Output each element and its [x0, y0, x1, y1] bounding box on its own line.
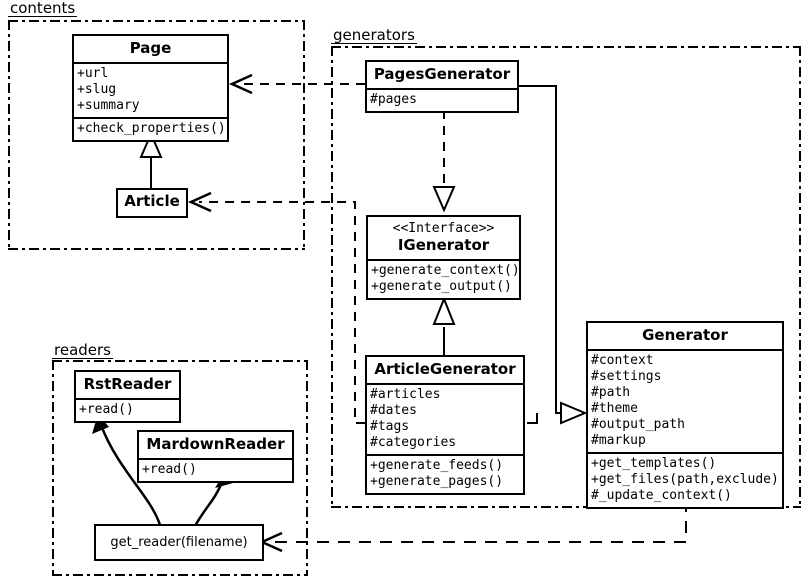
attribute: #tags — [370, 419, 410, 434]
class-article[interactable]: Article — [116, 188, 188, 218]
class-rstreader-title: RstReader — [83, 375, 172, 393]
class-articlegenerator-attributes: #articles #dates #tags #categories — [367, 383, 523, 454]
attribute: #settings — [591, 369, 662, 384]
class-igenerator-methods: +generate_context() +generate_output() — [368, 259, 520, 298]
class-mardownreader[interactable]: MardownReader +read() — [137, 430, 294, 483]
method: +get_files(path,exclude) — [591, 472, 779, 487]
class-articlegenerator-methods: +generate_feeds() +generate_pages() — [367, 454, 523, 493]
class-rstreader-methods: +read() — [76, 398, 179, 421]
class-page-title: Page — [129, 39, 172, 57]
package-generators-label: generators — [331, 26, 417, 44]
attribute: #categories — [370, 435, 457, 450]
class-igenerator[interactable]: <<Interface>> IGenerator +generate_conte… — [366, 215, 521, 300]
class-page-methods: +check_properties() — [74, 117, 227, 140]
class-pagesgenerator-attributes: #pages — [367, 88, 517, 111]
class-generator-title: Generator — [642, 326, 728, 344]
attribute: #pages — [370, 92, 417, 107]
package-readers-label: readers — [52, 341, 113, 359]
method: +generate_pages() — [370, 474, 504, 489]
class-pagesgenerator[interactable]: PagesGenerator #pages — [365, 60, 519, 113]
attribute: +url — [77, 66, 109, 81]
class-generator-attributes: #context #settings #path #theme #output_… — [588, 349, 782, 452]
class-articlegenerator-title: ArticleGenerator — [374, 360, 516, 378]
function-get-reader[interactable]: get_reader(filename) — [94, 524, 264, 561]
function-get-reader-label: get_reader(filename) — [110, 535, 248, 550]
class-articlegenerator[interactable]: ArticleGenerator #articles #dates #tags … — [365, 355, 525, 495]
attribute: #articles — [370, 387, 441, 402]
attribute: #markup — [591, 433, 646, 448]
attribute: #theme — [591, 401, 638, 416]
attribute: #context — [591, 353, 654, 368]
class-page[interactable]: Page +url +slug +summary +check_properti… — [72, 34, 229, 142]
class-generator-methods: +get_templates() +get_files(path,exclude… — [588, 452, 782, 507]
attribute: #output_path — [591, 417, 685, 432]
class-generator[interactable]: Generator #context #settings #path #them… — [586, 321, 784, 509]
method: +read() — [79, 402, 134, 417]
class-mardownreader-methods: +read() — [139, 458, 292, 481]
method: #_update_context() — [591, 488, 732, 503]
attribute: +slug — [77, 82, 117, 97]
class-igenerator-stereotype: <<Interface>> — [392, 221, 495, 236]
attribute: +summary — [77, 98, 140, 113]
attribute: #dates — [370, 403, 417, 418]
class-rstreader[interactable]: RstReader +read() — [74, 370, 181, 423]
method: +get_templates() — [591, 456, 717, 471]
method: +check_properties() — [77, 121, 226, 136]
package-contents-label: contents — [8, 0, 78, 17]
class-pagesgenerator-title: PagesGenerator — [373, 65, 511, 83]
method: +read() — [142, 462, 197, 477]
class-page-attributes: +url +slug +summary — [74, 62, 227, 117]
class-mardownreader-title: MardownReader — [146, 435, 285, 453]
method: +generate_feeds() — [370, 458, 504, 473]
attribute: #path — [591, 385, 631, 400]
method: +generate_output() — [371, 279, 512, 294]
class-article-title: Article — [124, 192, 180, 210]
method: +generate_context() — [371, 263, 520, 278]
class-igenerator-title: IGenerator — [397, 236, 490, 254]
